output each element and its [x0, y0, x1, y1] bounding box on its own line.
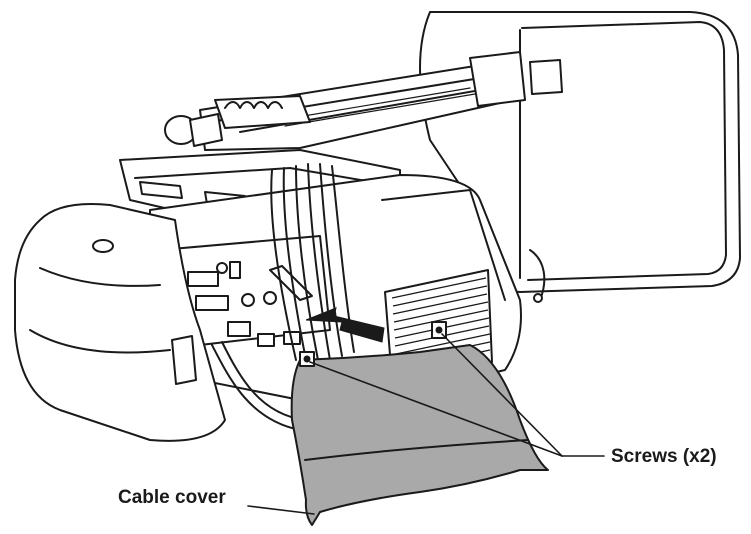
- direction-arrow: [305, 307, 385, 343]
- cable-bundle: [211, 163, 546, 431]
- cable-cover-callout-line: [247, 505, 315, 515]
- screws-callout-lines: [309, 333, 605, 457]
- cable-cover-label: Cable cover: [118, 487, 226, 508]
- mount-arm: [199, 51, 526, 151]
- screws-label: Screws (x2): [611, 446, 717, 467]
- front-housing: [14, 203, 226, 442]
- projector-body: [149, 174, 522, 401]
- cable-cover: [290, 344, 549, 526]
